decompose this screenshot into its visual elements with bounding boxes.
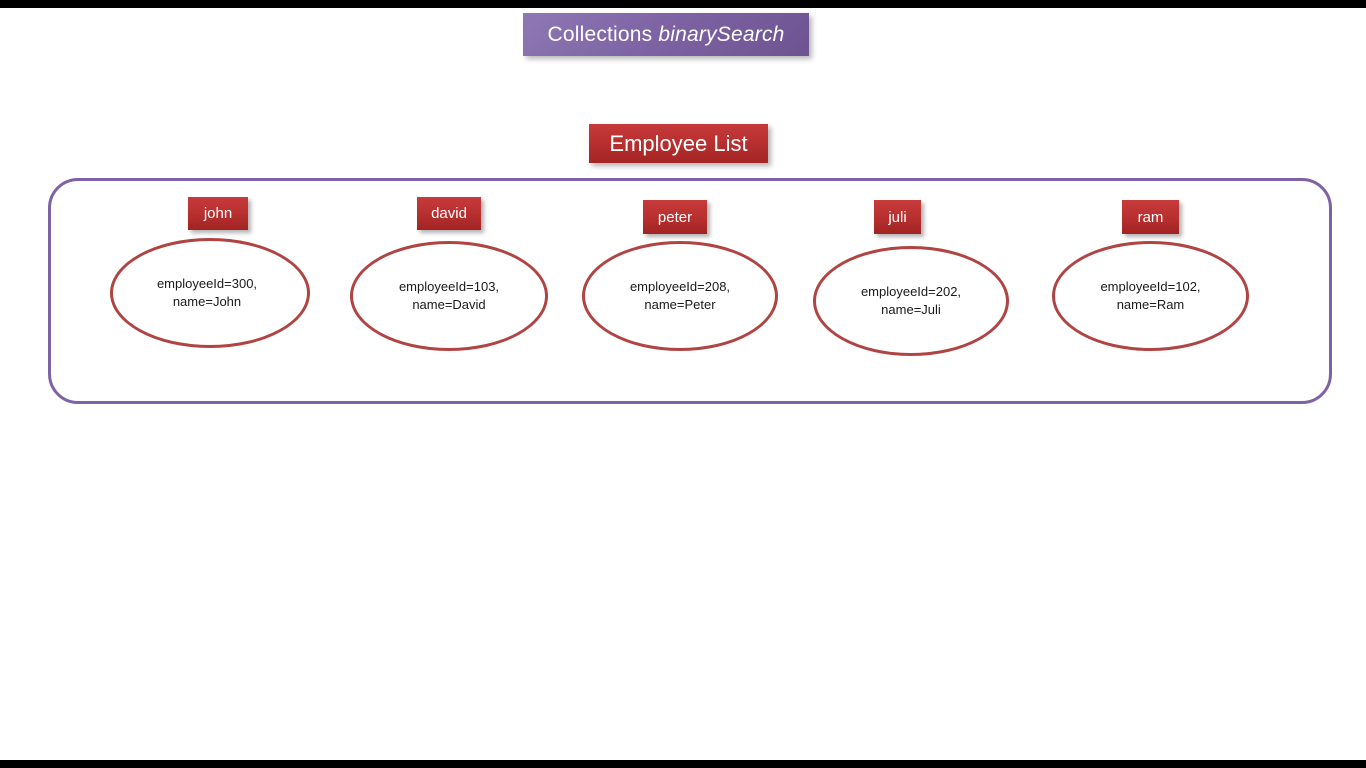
employee-object-ellipse: employeeId=102, name=Ram bbox=[1052, 241, 1249, 351]
employee-object-text: employeeId=102, name=Ram bbox=[1100, 278, 1200, 314]
employee-name-line: name=Peter bbox=[644, 297, 716, 312]
employee-name-chip[interactable]: peter bbox=[643, 200, 707, 234]
employee-name-line: name=David bbox=[412, 297, 486, 312]
employee-object-ellipse: employeeId=208, name=Peter bbox=[582, 241, 778, 351]
employee-name-chip[interactable]: david bbox=[417, 197, 481, 230]
slide-title-italic: binarySearch bbox=[658, 22, 785, 46]
employee-id-line: employeeId=103, bbox=[398, 279, 500, 294]
employee-list-header-label: Employee List bbox=[609, 130, 748, 156]
employee-list-header: Employee List bbox=[589, 124, 768, 163]
letterbox-top bbox=[0, 0, 1366, 8]
employee-name-line: name=Juli bbox=[881, 302, 941, 317]
letterbox-bottom bbox=[0, 760, 1366, 768]
employee-id-line: employeeId=202, bbox=[860, 284, 962, 299]
employee-object-text: employeeId=202, name=Juli bbox=[861, 283, 961, 319]
employee-name-line: name=John bbox=[172, 294, 242, 309]
employee-object-text: employeeId=300, name=John bbox=[157, 275, 257, 311]
employee-list-container bbox=[48, 178, 1332, 404]
employee-id-line: employeeId=300, bbox=[156, 276, 258, 291]
employee-name-chip[interactable]: ram bbox=[1122, 200, 1179, 234]
employee-id-line: employeeId=102, bbox=[1100, 279, 1201, 294]
employee-object-ellipse: employeeId=202, name=Juli bbox=[813, 246, 1009, 356]
employee-name-line: name=Ram bbox=[1116, 297, 1185, 312]
employee-object-text: employeeId=208, name=Peter bbox=[630, 278, 730, 314]
employee-id-line: employeeId=208, bbox=[629, 279, 731, 294]
employee-object-ellipse: employeeId=300, name=John bbox=[110, 238, 310, 348]
employee-name-chip[interactable]: juli bbox=[874, 200, 921, 234]
slide-title-normal: Collections bbox=[547, 22, 653, 46]
slide-title-banner: Collections binarySearch bbox=[523, 13, 809, 56]
employee-object-text: employeeId=103, name=David bbox=[399, 278, 499, 314]
employee-name-chip[interactable]: john bbox=[188, 197, 248, 230]
employee-object-ellipse: employeeId=103, name=David bbox=[350, 241, 548, 351]
